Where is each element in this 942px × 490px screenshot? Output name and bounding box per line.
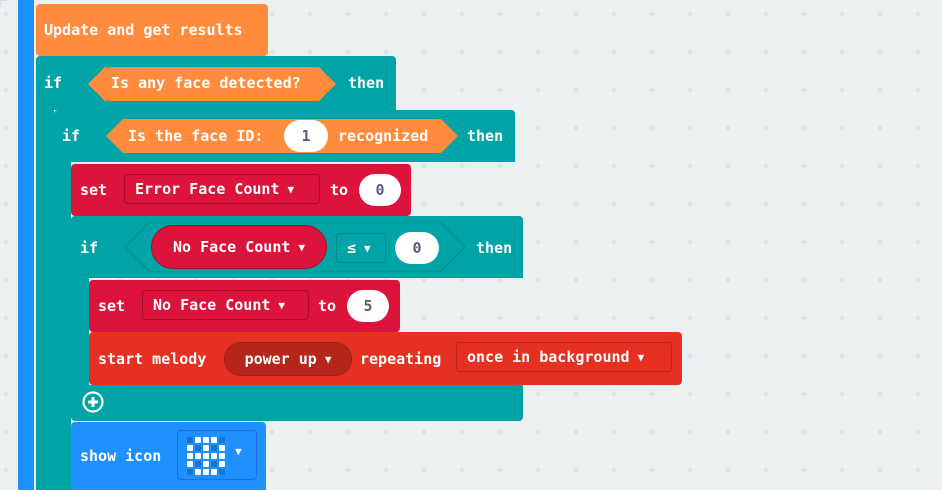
variable-name: No Face Count [153, 296, 271, 314]
repeating-keyword: repeating [360, 350, 442, 368]
if-face-detected-block[interactable]: if Is any face detected? then [36, 56, 396, 110]
no-face-count-value-input[interactable]: 5 [347, 290, 389, 322]
if-face-id-block[interactable]: if Is the face ID: 1 recognized then [54, 110, 515, 162]
if-no-face-footer [71, 385, 523, 421]
caret-down-icon: ▼ [235, 445, 242, 458]
melody-dropdown[interactable]: power up ▼ [224, 342, 352, 376]
no-face-count-variable[interactable]: No Face Count ▼ [151, 225, 327, 269]
caret-down-icon: ▼ [637, 350, 645, 364]
error-count-value-input[interactable]: 0 [359, 174, 401, 206]
error-count-variable-dropdown[interactable]: Error Face Count ▼ [124, 174, 320, 204]
caret-down-icon: ▼ [278, 298, 286, 312]
if-keyword: if [44, 74, 63, 92]
if-face-detected-arm [36, 108, 54, 490]
update-results-block[interactable]: Update and get results [36, 4, 268, 56]
if-no-face-arm [71, 276, 89, 388]
then-keyword: then [467, 127, 504, 145]
set-keyword: set [98, 297, 126, 315]
face-id-condition[interactable] [106, 119, 458, 153]
update-results-label: Update and get results [44, 21, 243, 39]
if-face-id-arm [54, 160, 71, 490]
to-keyword: to [330, 181, 349, 199]
face-id-prefix: Is the face ID: [128, 127, 264, 145]
caret-down-icon: ▼ [324, 352, 332, 366]
caret-down-icon: ▼ [364, 241, 371, 255]
operator-dropdown[interactable]: ≤▼ [336, 233, 386, 263]
if-keyword: if [62, 127, 81, 145]
plus-circle-icon[interactable] [82, 391, 104, 413]
set-no-face-count-block[interactable]: set No Face Count ▼ to 5 [89, 280, 400, 332]
repeat-option: once in background [467, 348, 630, 366]
if-no-face-block[interactable]: if No Face Count▼ ≤▼ 0 then [71, 216, 523, 278]
caret-down-icon: ▼ [287, 182, 295, 196]
led-grid-icon [187, 437, 225, 475]
start-melody-keyword: start melody [98, 350, 207, 368]
show-icon-block[interactable]: show icon ▼ [71, 422, 266, 490]
no-face-count-variable-dropdown[interactable]: No Face Count ▼ [142, 290, 309, 320]
face-id-input[interactable]: 1 [284, 120, 328, 152]
then-keyword: then [348, 74, 385, 92]
melody-name: power up [244, 350, 317, 368]
if-keyword: if [80, 239, 99, 257]
show-icon-keyword: show icon [80, 447, 162, 465]
caret-down-icon: ▼ [298, 240, 306, 254]
then-keyword: then [476, 239, 513, 257]
icon-dropdown[interactable]: ▼ [177, 430, 257, 480]
set-keyword: set [80, 181, 108, 199]
face-detected-label: Is any face detected? [111, 74, 301, 92]
event-stack-bar [18, 0, 34, 490]
to-keyword: to [318, 297, 337, 315]
variable-name: No Face Count [172, 238, 291, 256]
set-error-count-block[interactable]: set Error Face Count ▼ to 0 [71, 164, 411, 216]
variable-name: Error Face Count [135, 180, 280, 198]
operator-label: ≤ [347, 239, 357, 257]
comparison-value-input[interactable]: 0 [395, 232, 439, 264]
face-detected-condition[interactable] [88, 67, 336, 101]
start-melody-block[interactable]: start melody power up ▼ repeating once in… [89, 332, 682, 385]
repeat-option-dropdown[interactable]: once in background ▼ [456, 342, 672, 372]
face-id-suffix: recognized [338, 127, 429, 145]
